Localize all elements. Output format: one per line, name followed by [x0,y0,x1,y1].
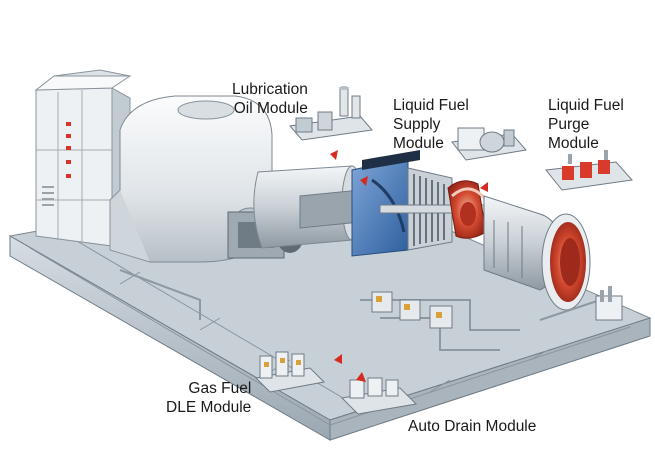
label-line: Purge [548,116,590,133]
arrow-gas-fuel [334,354,342,364]
combustion-section [447,180,488,239]
label-line: Gas Fuel [188,380,252,397]
label-line: Module [548,135,599,152]
module-arrows [330,150,488,382]
skid-valves [371,286,623,329]
label-line: Supply [393,116,441,133]
auto-drain-module-graphic [340,377,418,415]
arrow-auto-drain [356,372,366,382]
liquid-fuel-purge-module-graphic [545,150,633,191]
label-line: DLE Module [166,399,252,416]
label-line: Liquid Fuel [393,97,469,114]
label-line: Lubrication [232,81,308,98]
label-auto-drain-module: Auto Drain Module [408,417,536,436]
liquid-fuel-supply-module-graphic [451,127,527,161]
label-line: Module [393,135,444,152]
lubrication-oil-module-graphic [289,86,373,141]
intake-duct [253,165,363,249]
label-liquid-fuel-supply-module: Liquid Fuel Supply Module [393,96,469,153]
label-gas-fuel-dle-module: Gas Fuel DLE Module [166,379,251,417]
label-liquid-fuel-purge-module: Liquid Fuel Purge Module [548,96,624,153]
arrow-liquid-supply [360,176,368,186]
label-line: Oil Module [233,100,308,117]
turbine-exhaust [483,195,591,311]
arrow-lubrication [330,150,338,160]
compressor-section [379,167,501,251]
arrow-purge [480,182,488,192]
gas-fuel-dle-module-graphic [254,351,326,393]
label-line: Auto Drain Module [408,418,537,435]
label-lubrication-oil-module: Lubrication Oil Module [232,80,308,118]
label-line: Liquid Fuel [548,97,624,114]
